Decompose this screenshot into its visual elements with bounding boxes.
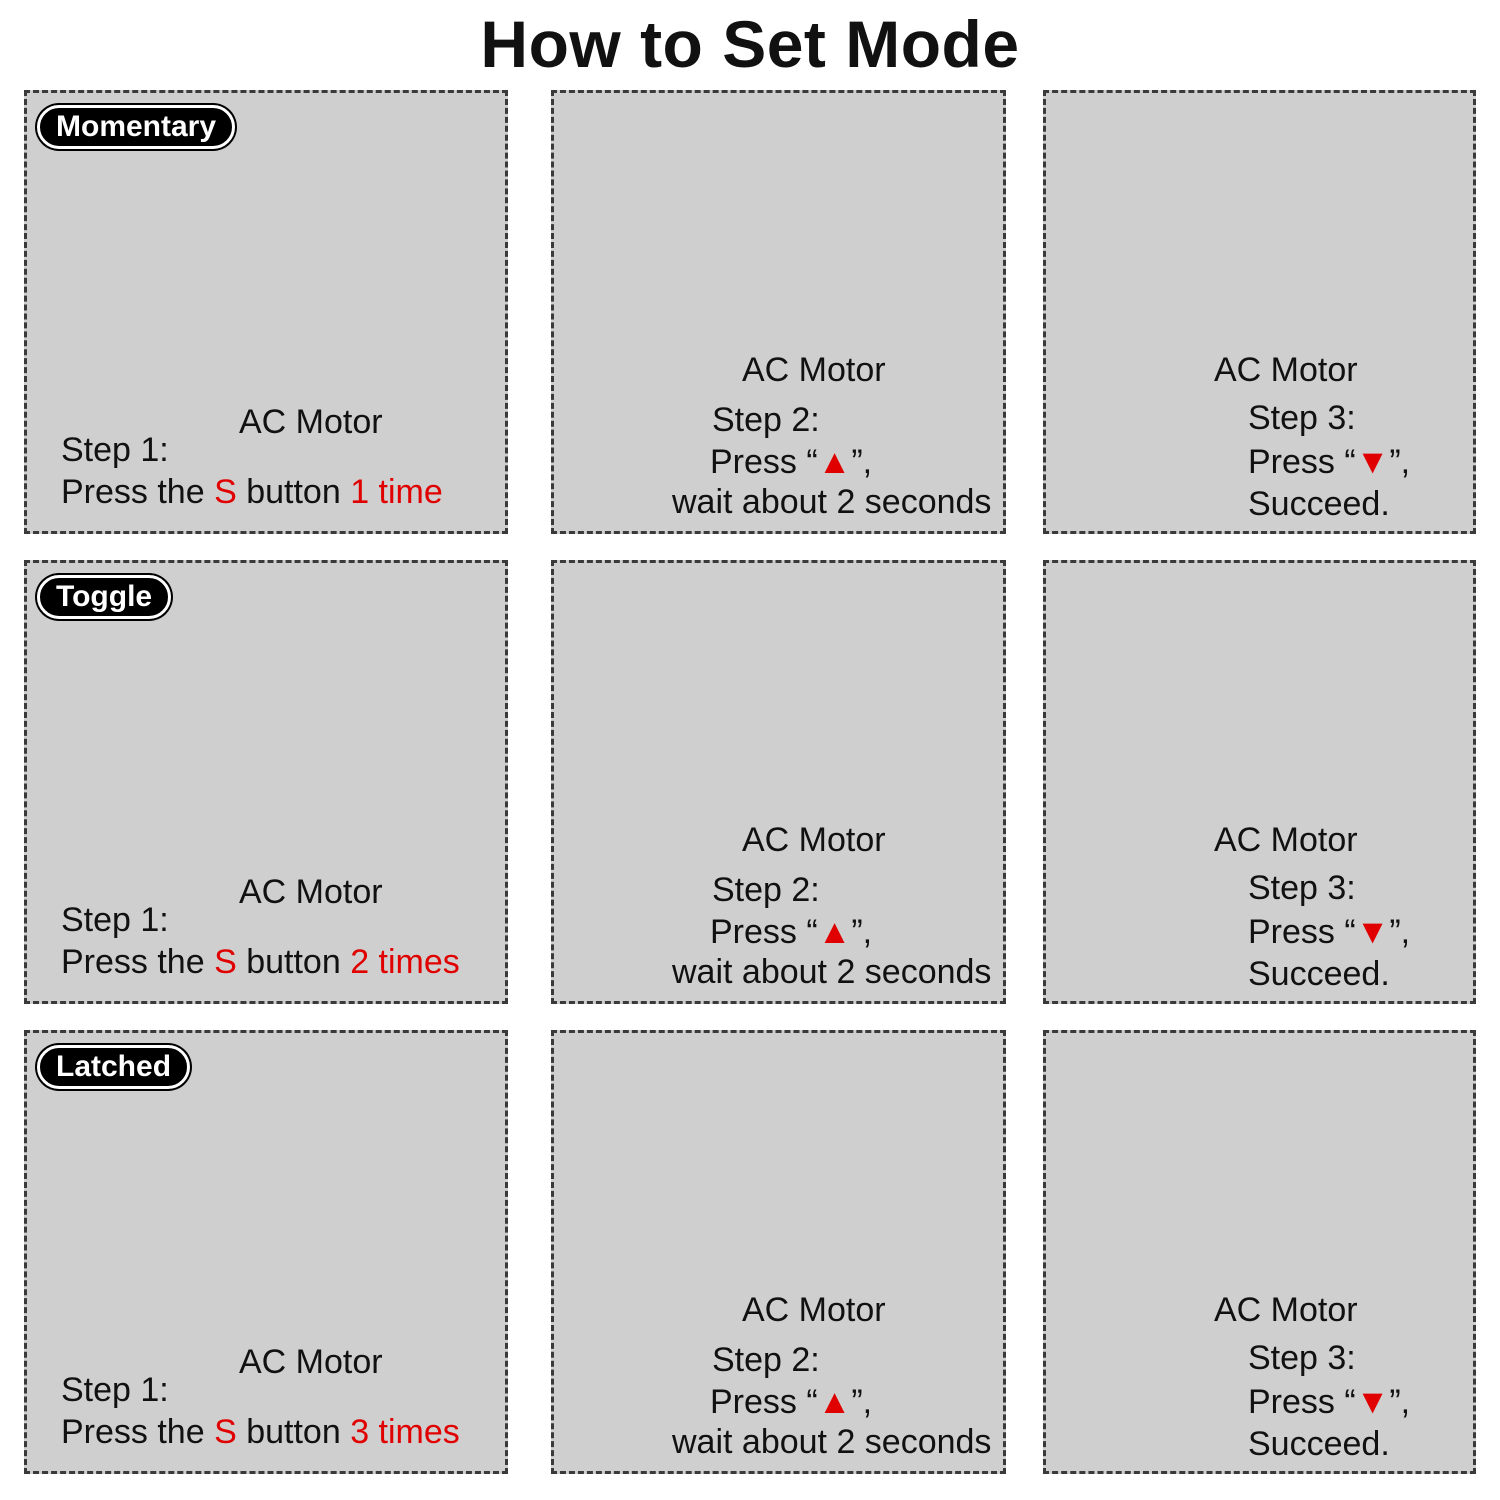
step-text-line: Step 3: (1248, 1341, 1356, 1375)
press-count: 1 time (350, 473, 443, 511)
mode-badge: Toggle (37, 575, 172, 619)
step-text-line: Step 2: (712, 403, 820, 437)
motor-caption: AC Motor (1214, 1291, 1358, 1329)
step-text-line: Succeed. (1248, 487, 1390, 521)
step-text-line: Press “▼”, (1248, 445, 1410, 479)
step2-label: Step 2: (712, 871, 820, 909)
step1-text: button (236, 473, 351, 511)
step-text-line: Press “▲”, (710, 915, 872, 949)
page-title: How to Set Mode (480, 7, 1020, 81)
press-text: Press “ (710, 1383, 818, 1421)
step1-text: Press the (61, 473, 215, 511)
step-text-line: wait about 2 seconds (672, 955, 991, 989)
step1-text: button (236, 1413, 351, 1451)
step-text-line: Press “▼”, (1248, 1385, 1410, 1419)
next-step-arrow-icon (1006, 740, 1046, 800)
succeed-text: Succeed. (1248, 1425, 1390, 1463)
step-text-line: Press “▲”, (710, 445, 872, 479)
step-text-line: Step 1: (61, 433, 169, 467)
step-text-line: Step 3: (1248, 871, 1356, 905)
step-text-line: Step 1: (61, 903, 169, 937)
step-text-line: Press “▲”, (710, 1385, 872, 1419)
step2-label: Step 2: (712, 401, 820, 439)
motor-caption: AC Motor (239, 403, 383, 441)
step1-text: Press the (61, 1413, 215, 1451)
next-step-arrow-icon (514, 740, 554, 800)
step1-label: Step 1: (61, 901, 169, 939)
press-count: 3 times (350, 1413, 460, 1451)
motor-caption: AC Motor (1214, 351, 1358, 389)
step-text-line: Succeed. (1248, 1427, 1390, 1461)
step3-label: Step 3: (1248, 869, 1356, 907)
press-text: Press “ (710, 443, 818, 481)
step1-label: Step 1: (61, 431, 169, 469)
step1-label: Step 1: (61, 1371, 169, 1409)
step2-panel: Wireless ControllerMaxload: 3A (inductiv… (551, 90, 1006, 534)
step3-panel: Wireless ControllerMaxload: 3A (inductiv… (1043, 1030, 1476, 1474)
press-text: Press “ (1248, 443, 1356, 481)
step-text-line: Succeed. (1248, 957, 1390, 991)
motor-caption: AC Motor (1214, 821, 1358, 859)
step-text-line: wait about 2 seconds (672, 485, 991, 519)
press-count: 2 times (350, 943, 460, 981)
next-step-arrow-icon (1006, 270, 1046, 330)
succeed-text: Succeed. (1248, 485, 1390, 523)
up-symbol: ▲ (817, 1383, 852, 1421)
press-text: ”, (851, 1383, 873, 1421)
press-text: ”, (1389, 1383, 1411, 1421)
step3-label: Step 3: (1248, 1339, 1356, 1377)
press-text: ”, (851, 443, 873, 481)
motor-caption: AC Motor (239, 873, 383, 911)
step1-text: button (236, 943, 351, 981)
step-text-line: Step 3: (1248, 401, 1356, 435)
s-emphasis: S (214, 943, 237, 981)
step2-panel: Wireless ControllerMaxload: 3A (inductiv… (551, 560, 1006, 1004)
mode-badge: Momentary (37, 105, 236, 149)
step3-panel: Wireless ControllerMaxload: 3A (inductiv… (1043, 560, 1476, 1004)
press-text: ”, (1389, 913, 1411, 951)
motor-caption: AC Motor (742, 821, 886, 859)
press-text: Press “ (1248, 1383, 1356, 1421)
step1-panel: LatchedWireless ControllerMaxload: 3A (i… (24, 1030, 508, 1474)
step-text-line: Press the S button 3 times (61, 1415, 460, 1449)
motor-caption: AC Motor (239, 1343, 383, 1381)
step-text-line: Step 2: (712, 1343, 820, 1377)
step3-label: Step 3: (1248, 399, 1356, 437)
step-text-line: Press the S button 2 times (61, 945, 460, 979)
wait-text: wait about 2 seconds (672, 1423, 992, 1461)
step2-panel: Wireless ControllerMaxload: 3A (inductiv… (551, 1030, 1006, 1474)
wait-text: wait about 2 seconds (672, 483, 992, 521)
press-text: ”, (851, 913, 873, 951)
next-step-arrow-icon (514, 270, 554, 330)
press-text: ”, (1389, 443, 1411, 481)
step1-panel: MomentaryWireless ControllerMaxload: 3A … (24, 90, 508, 534)
step-text-line: Step 1: (61, 1373, 169, 1407)
down-symbol: ▼ (1355, 443, 1390, 481)
mode-badge: Latched (37, 1045, 191, 1089)
step-text-line: Press “▼”, (1248, 915, 1410, 949)
step-text-line: wait about 2 seconds (672, 1425, 991, 1459)
up-symbol: ▲ (817, 443, 852, 481)
down-symbol: ▼ (1355, 1383, 1390, 1421)
motor-caption: AC Motor (742, 351, 886, 389)
wait-text: wait about 2 seconds (672, 953, 992, 991)
step2-label: Step 2: (712, 1341, 820, 1379)
next-step-arrow-icon (1006, 1210, 1046, 1270)
next-step-arrow-icon (514, 1210, 554, 1270)
down-symbol: ▼ (1355, 913, 1390, 951)
s-emphasis: S (214, 473, 237, 511)
press-text: Press “ (1248, 913, 1356, 951)
step1-text: Press the (61, 943, 215, 981)
up-symbol: ▲ (817, 913, 852, 951)
step-text-line: Press the S button 1 time (61, 475, 443, 509)
press-text: Press “ (710, 913, 818, 951)
s-emphasis: S (214, 1413, 237, 1451)
step-text-line: Step 2: (712, 873, 820, 907)
motor-caption: AC Motor (742, 1291, 886, 1329)
step3-panel: Wireless ControllerMaxload: 3A (inductiv… (1043, 90, 1476, 534)
step1-panel: ToggleWireless ControllerMaxload: 3A (in… (24, 560, 508, 1004)
succeed-text: Succeed. (1248, 955, 1390, 993)
